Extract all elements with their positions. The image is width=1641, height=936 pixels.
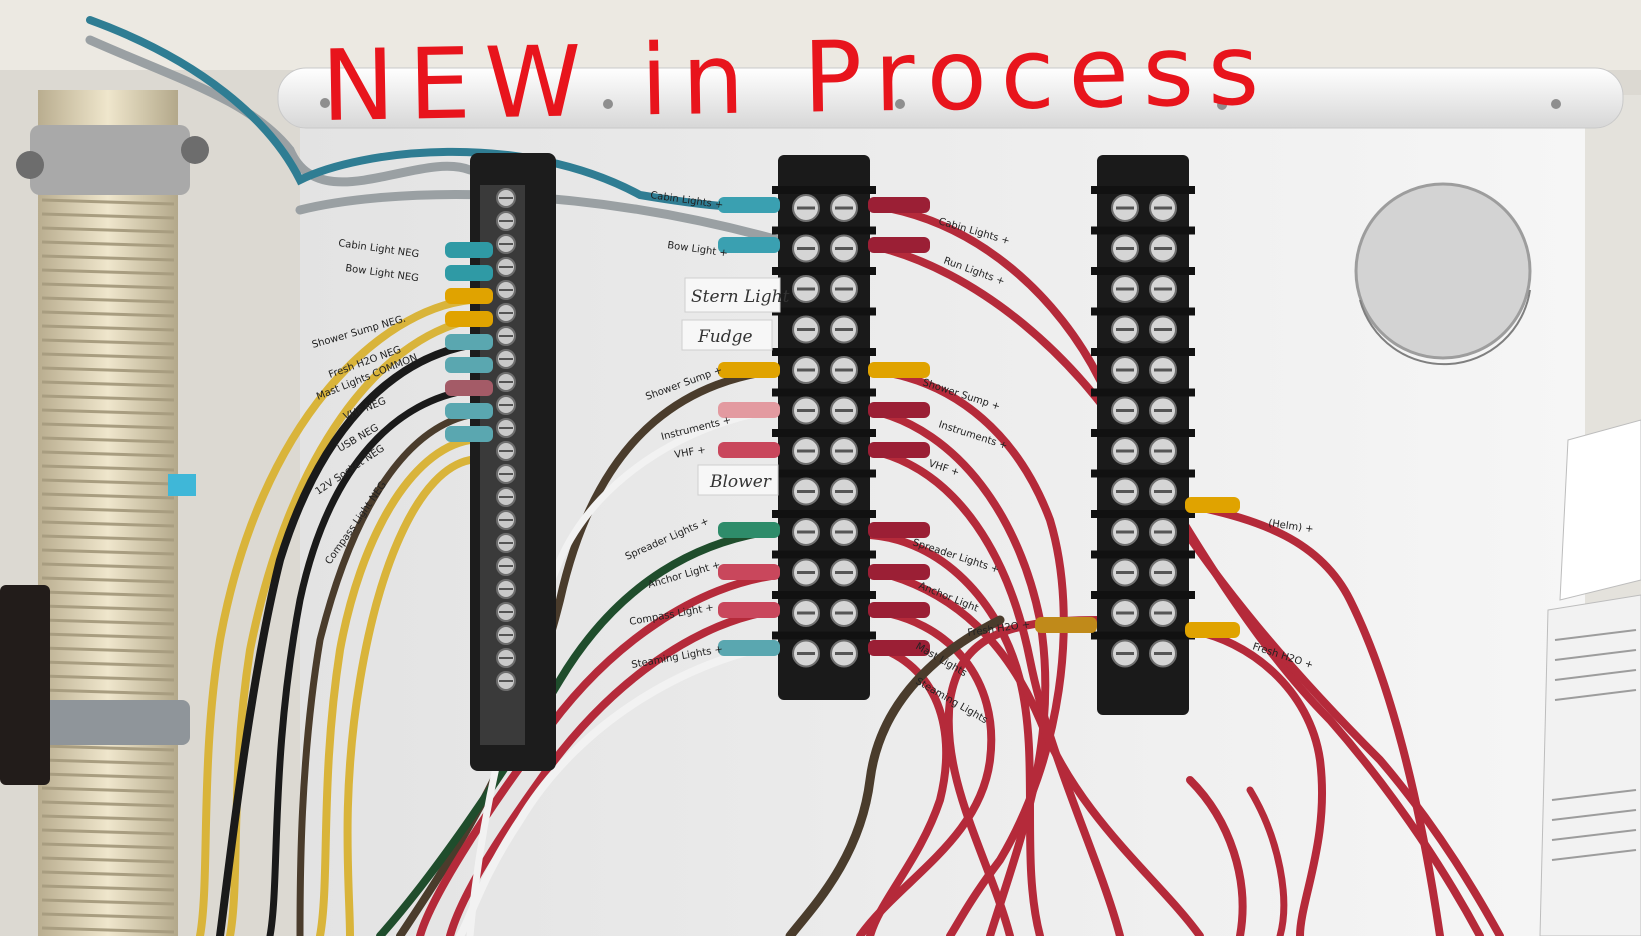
wire <box>1186 776 1247 936</box>
wire <box>376 526 782 936</box>
plumbing-hose <box>16 90 209 936</box>
wire <box>85 35 475 187</box>
terminal-block-main <box>718 155 930 700</box>
negative-bus-bar <box>445 153 556 771</box>
wire <box>1185 501 1444 936</box>
trim-screws <box>320 98 1561 110</box>
annotation-new-in-process: NEW in Process <box>320 13 1273 144</box>
wire <box>396 366 782 936</box>
handwritten-tape-labels: Stern Light Fudge Blower <box>681 277 790 496</box>
wire <box>866 241 1504 936</box>
ceiling <box>0 0 1641 70</box>
wire <box>856 606 996 936</box>
wire-harness <box>85 16 1504 936</box>
round-cutout <box>1354 182 1532 366</box>
wire <box>343 456 474 936</box>
wire <box>1246 786 1288 936</box>
wire <box>226 316 474 936</box>
wire <box>1185 626 1327 936</box>
black-box <box>0 585 50 785</box>
wire <box>785 615 1005 936</box>
wire <box>86 16 782 211</box>
handwritten-label-blower: Blower <box>709 472 772 492</box>
wire <box>866 641 951 936</box>
top-trim-rail <box>277 67 1624 129</box>
blue-tag <box>168 474 196 496</box>
wire <box>196 296 474 936</box>
wire <box>216 341 474 936</box>
wire <box>866 446 1124 936</box>
handwritten-label-stern-light: Stern Light <box>691 287 790 307</box>
wire <box>296 411 474 936</box>
wire <box>866 566 1204 936</box>
wire <box>316 436 474 936</box>
wire <box>944 616 1101 936</box>
wire <box>266 386 474 936</box>
document-sheets <box>1539 419 1641 936</box>
wire-label: VHF + <box>674 445 707 461</box>
terminal-block-secondary <box>1035 155 1240 715</box>
handwritten-label-fudge: Fudge <box>697 327 753 347</box>
wire <box>466 406 782 936</box>
